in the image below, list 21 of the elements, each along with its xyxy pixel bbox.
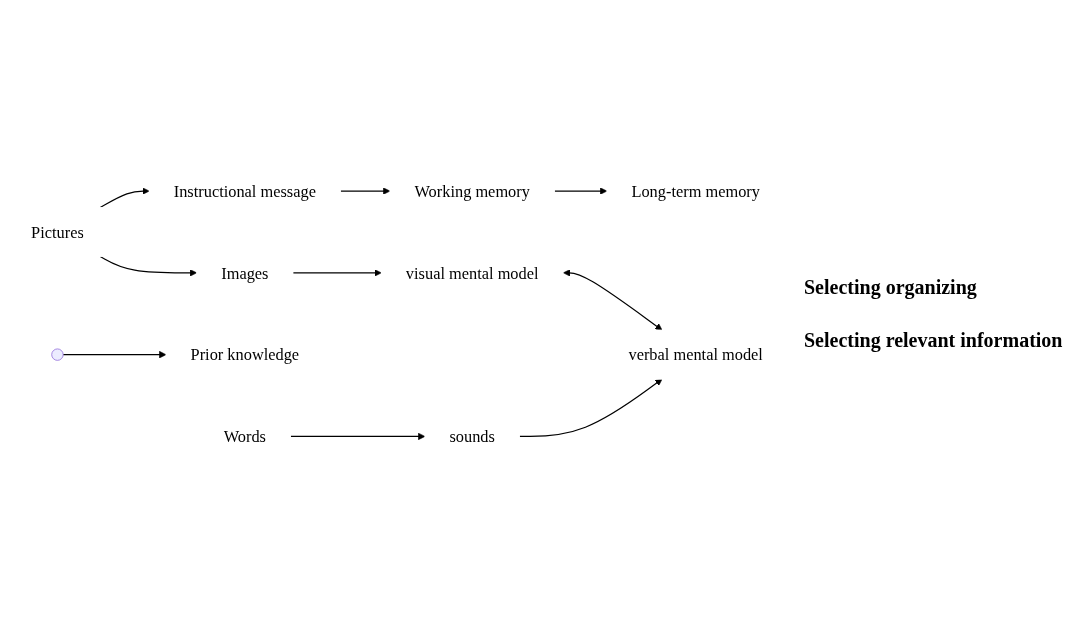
- arrow: [518, 379, 663, 438]
- heading-note: Selecting organizing: [804, 276, 978, 299]
- node-text: Instructional message: [173, 182, 316, 201]
- arrow: [289, 433, 426, 441]
- arrow: [339, 187, 391, 195]
- arrow: [292, 269, 382, 277]
- node-text: Images: [221, 264, 269, 283]
- node-text: Long-term memory: [631, 182, 760, 201]
- node-text: Pictures: [31, 223, 84, 242]
- node-text: visual mental model: [405, 264, 539, 283]
- node-text: sounds: [449, 427, 495, 446]
- node-text: verbal mental model: [628, 345, 763, 364]
- heading-note: Selecting relevant information: [804, 329, 1064, 352]
- arrow: [62, 351, 167, 359]
- node-text: Prior knowledge: [190, 345, 300, 364]
- node-text: Working memory: [414, 182, 530, 201]
- node-text: Words: [223, 427, 266, 446]
- arrow: [99, 187, 150, 209]
- arrow: [563, 269, 663, 331]
- arrow: [553, 187, 608, 195]
- arrow: [99, 256, 197, 277]
